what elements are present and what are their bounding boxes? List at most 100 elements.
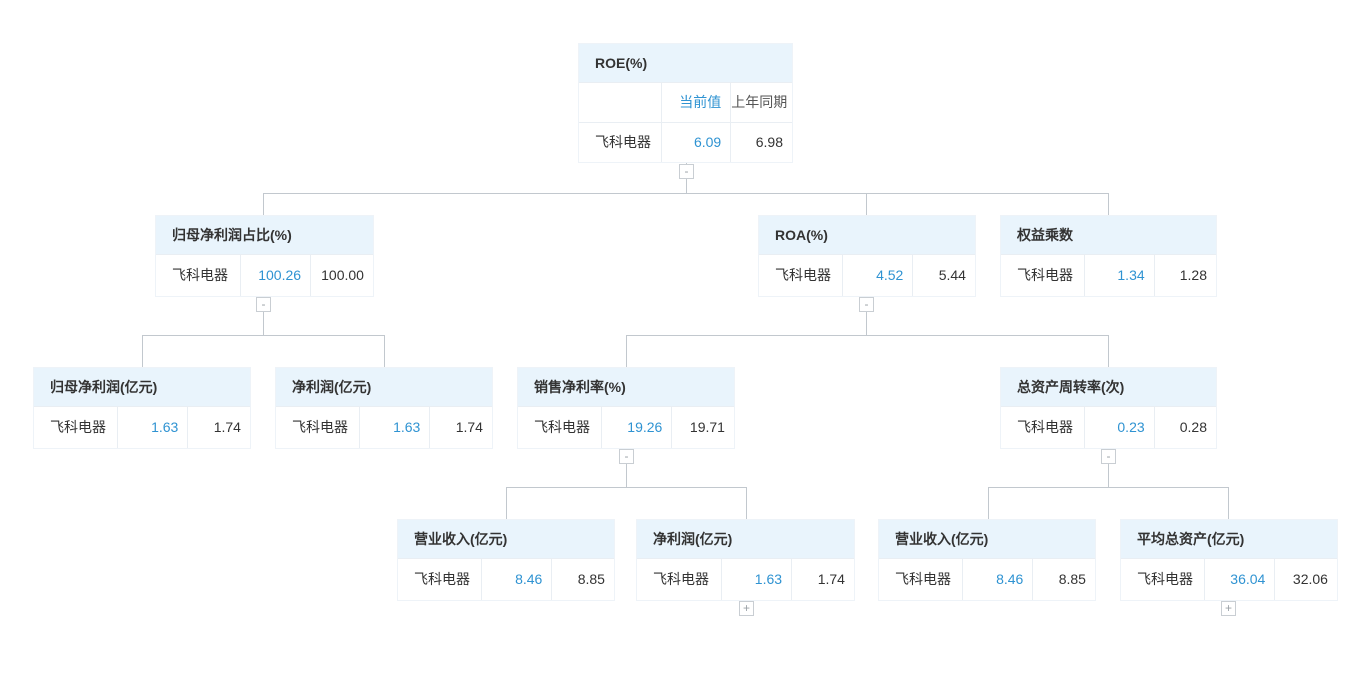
node-net-profit: 净利润(亿元) 飞科电器 1.63 1.74	[275, 367, 493, 449]
previous-value: 8.85	[1032, 559, 1095, 600]
current-value: 36.04	[1204, 559, 1274, 600]
collapse-button-roa[interactable]: -	[859, 297, 874, 312]
node-title: 归母净利润占比(%)	[156, 216, 373, 254]
collapse-button-asset-turnover[interactable]: -	[1101, 449, 1116, 464]
connector-line	[988, 487, 1229, 488]
data-row: 飞科电器 1.34 1.28	[1001, 254, 1216, 296]
node-title: 销售净利率(%)	[518, 368, 734, 406]
previous-value: 19.71	[671, 407, 734, 448]
data-row: 飞科电器 36.04 32.06	[1121, 558, 1337, 600]
connector-line	[866, 311, 867, 335]
connector-line	[746, 487, 747, 519]
node-title: 净利润(亿元)	[637, 520, 854, 558]
connector-line	[263, 311, 264, 335]
previous-value: 6.98	[730, 123, 792, 162]
connector-line	[263, 193, 264, 215]
node-title: 权益乘数	[1001, 216, 1216, 254]
previous-value: 1.74	[187, 407, 250, 448]
node-title: 归母净利润(亿元)	[34, 368, 250, 406]
node-revenue-1: 营业收入(亿元) 飞科电器 8.46 8.85	[397, 519, 615, 601]
data-row: 飞科电器 1.63 1.74	[276, 406, 492, 448]
company-label: 飞科电器	[775, 267, 831, 283]
data-row: 飞科电器 1.63 1.74	[34, 406, 250, 448]
collapse-button-roe[interactable]: -	[679, 164, 694, 179]
company-label: 飞科电器	[895, 571, 951, 587]
connector-line	[866, 193, 867, 215]
node-title: 总资产周转率(次)	[1001, 368, 1216, 406]
node-title: 平均总资产(亿元)	[1121, 520, 1337, 558]
data-row: 飞科电器 0.23 0.28	[1001, 406, 1216, 448]
data-row: 飞科电器 4.52 5.44	[759, 254, 975, 296]
node-net-profit-2: 净利润(亿元) 飞科电器 1.63 1.74	[636, 519, 855, 601]
data-row: 飞科电器 8.46 8.85	[398, 558, 614, 600]
connector-line	[988, 487, 989, 519]
connector-line	[1108, 335, 1109, 367]
current-value: 1.34	[1083, 255, 1154, 296]
node-revenue-2: 营业收入(亿元) 飞科电器 8.46 8.85	[878, 519, 1096, 601]
company-label: 飞科电器	[534, 419, 590, 435]
connector-line	[142, 335, 385, 336]
node-net-margin: 销售净利率(%) 飞科电器 19.26 19.71	[517, 367, 735, 449]
node-profit-ratio: 归母净利润占比(%) 飞科电器 100.26 100.00	[155, 215, 374, 297]
current-value: 1.63	[117, 407, 187, 448]
connector-line	[1108, 463, 1109, 487]
node-equity-multiplier: 权益乘数 飞科电器 1.34 1.28	[1000, 215, 1217, 297]
previous-value: 32.06	[1274, 559, 1337, 600]
previous-value: 5.44	[912, 255, 975, 296]
data-row: 飞科电器 19.26 19.71	[518, 406, 734, 448]
collapse-button-profit-ratio[interactable]: -	[256, 297, 271, 312]
column-header-row: 当前值 上年同期	[579, 82, 792, 122]
node-roa: ROA(%) 飞科电器 4.52 5.44	[758, 215, 976, 297]
previous-value: 1.74	[429, 407, 492, 448]
node-asset-turnover: 总资产周转率(次) 飞科电器 0.23 0.28	[1000, 367, 1217, 449]
company-label: 飞科电器	[172, 267, 228, 283]
current-value: 8.46	[481, 559, 551, 600]
previous-value: 100.00	[310, 255, 373, 296]
connector-line	[1108, 193, 1109, 215]
company-label: 飞科电器	[1017, 419, 1073, 435]
node-title: 营业收入(亿元)	[879, 520, 1095, 558]
node-title: ROE(%)	[579, 44, 792, 82]
current-value: 6.09	[661, 123, 730, 162]
previous-value: 1.28	[1153, 255, 1216, 296]
connector-line	[686, 179, 687, 193]
current-value: 19.26	[601, 407, 671, 448]
data-row: 飞科电器 100.26 100.00	[156, 254, 373, 296]
company-label: 飞科电器	[653, 571, 709, 587]
company-label: 飞科电器	[414, 571, 470, 587]
connector-line	[384, 335, 385, 367]
node-title: ROA(%)	[759, 216, 975, 254]
node-avg-total-assets: 平均总资产(亿元) 飞科电器 36.04 32.06	[1120, 519, 1338, 601]
current-value: 4.52	[842, 255, 912, 296]
current-value-column-label: 当前值	[661, 83, 730, 122]
data-row: 飞科电器 1.63 1.74	[637, 558, 854, 600]
expand-button-net-profit-2[interactable]: +	[739, 601, 754, 616]
previous-value: 8.85	[551, 559, 614, 600]
current-value: 1.63	[720, 559, 792, 600]
expand-button-avg-total-assets[interactable]: +	[1221, 601, 1236, 616]
connector-line	[506, 487, 747, 488]
connector-line	[626, 335, 627, 367]
connector-line	[263, 193, 1109, 194]
collapse-button-net-margin[interactable]: -	[619, 449, 634, 464]
company-label: 飞科电器	[292, 419, 348, 435]
connector-line	[1228, 487, 1229, 519]
company-label: 飞科电器	[1017, 267, 1073, 283]
current-value: 1.63	[359, 407, 429, 448]
data-row: 飞科电器 6.09 6.98	[579, 122, 792, 162]
connector-line	[626, 335, 1109, 336]
node-net-profit-attr: 归母净利润(亿元) 飞科电器 1.63 1.74	[33, 367, 251, 449]
company-label: 飞科电器	[50, 419, 106, 435]
node-title: 营业收入(亿元)	[398, 520, 614, 558]
empty-cell	[579, 83, 661, 122]
previous-value: 0.28	[1153, 407, 1216, 448]
data-row: 飞科电器 8.46 8.85	[879, 558, 1095, 600]
previous-value: 1.74	[791, 559, 854, 600]
company-label: 飞科电器	[595, 134, 651, 150]
connector-line	[142, 335, 143, 367]
company-label: 飞科电器	[1137, 571, 1193, 587]
current-value: 0.23	[1083, 407, 1154, 448]
node-roe: ROE(%) 当前值 上年同期 飞科电器 6.09 6.98	[578, 43, 793, 163]
current-value: 8.46	[962, 559, 1032, 600]
